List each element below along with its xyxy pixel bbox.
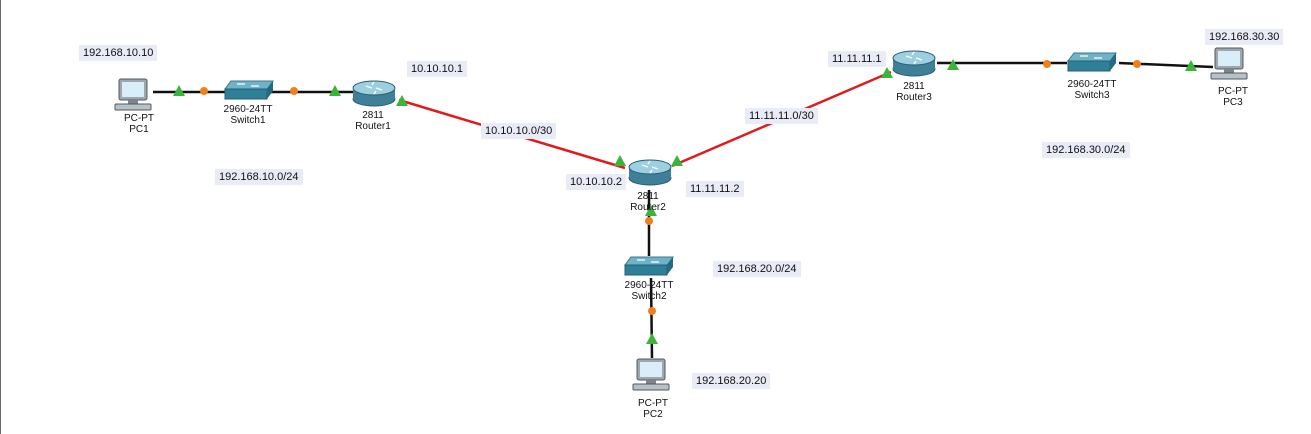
- port-up-indicator: [396, 95, 408, 106]
- port-up-indicator: [947, 59, 959, 70]
- router-icon: [892, 50, 936, 77]
- note-pc1-ip[interactable]: 192.168.10.10: [79, 45, 158, 61]
- pc3-label: PC-PT PC3: [1173, 86, 1293, 108]
- device-model: PC-PT: [124, 113, 154, 124]
- device-model: PC-PT: [1218, 86, 1248, 97]
- port-amber-indicator: [1133, 60, 1141, 68]
- port-up-indicator: [881, 67, 893, 78]
- note-lan3-network[interactable]: 192.168.30.0/24: [1042, 142, 1130, 158]
- switch-icon: [224, 80, 274, 100]
- port-up-indicator: [646, 333, 658, 344]
- pc-icon: [632, 358, 670, 391]
- switch2-label: 2960-24TT Switch2: [589, 280, 709, 302]
- port-up-indicator: [173, 85, 185, 96]
- switch-icon: [1067, 52, 1117, 72]
- device-name: PC2: [643, 409, 663, 420]
- device-name: Router3: [896, 92, 932, 103]
- note-wan2-network[interactable]: 11.11.11.0/30: [745, 108, 818, 124]
- device-name: Switch2: [631, 291, 667, 302]
- device-name: Router1: [355, 121, 391, 132]
- device-name: PC1: [129, 124, 149, 135]
- device-model: 2960-24TT: [624, 280, 674, 291]
- pc-icon: [1210, 47, 1248, 80]
- device-model: 2811: [637, 191, 659, 202]
- note-router2-wan1-ip[interactable]: 10.10.10.2: [566, 174, 626, 190]
- port-amber-indicator: [1043, 60, 1051, 68]
- note-wan1-network[interactable]: 10.10.10.0/30: [481, 123, 557, 139]
- router3-label: 2811 Router3: [854, 81, 974, 103]
- device-model: 2960-24TT: [223, 104, 273, 115]
- link-switch2-pc2[interactable]: [649, 277, 654, 359]
- pc1-label: PC-PT PC1: [79, 113, 199, 135]
- device-name: Switch3: [1074, 90, 1110, 101]
- switch3-label: 2960-24TT Switch3: [1032, 79, 1152, 101]
- note-lan2-network[interactable]: 192.168.20.0/24: [713, 261, 801, 277]
- device-name: PC3: [1223, 97, 1243, 108]
- router-icon: [628, 159, 672, 186]
- port-amber-indicator: [290, 87, 298, 95]
- device-model: 2960-24TT: [1067, 79, 1117, 90]
- router-icon: [352, 80, 396, 107]
- pc1-device[interactable]: [113, 78, 155, 112]
- note-lan1-network[interactable]: 192.168.10.0/24: [215, 169, 303, 185]
- port-up-indicator: [671, 155, 683, 166]
- pc3-device[interactable]: [1209, 47, 1251, 81]
- device-name: Switch1: [230, 115, 266, 126]
- note-router1-ip[interactable]: 10.10.10.1: [407, 61, 467, 77]
- port-up-indicator: [614, 155, 626, 166]
- port-up-indicator: [329, 85, 341, 96]
- device-model: PC-PT: [638, 398, 668, 409]
- note-router2-wan2-ip[interactable]: 11.11.11.2: [686, 181, 744, 197]
- switch1-label: 2960-24TT Switch1: [188, 104, 308, 126]
- router3-device[interactable]: [891, 49, 937, 77]
- port-amber-indicator: [645, 217, 653, 225]
- port-up-indicator: [645, 205, 657, 216]
- note-pc3-ip[interactable]: 192.168.30.30: [1205, 29, 1284, 45]
- note-pc2-ip[interactable]: 192.168.20.20: [692, 373, 771, 389]
- switch2-device[interactable]: [623, 255, 675, 277]
- switch-icon: [624, 256, 674, 276]
- router1-label: 2811 Router1: [313, 110, 433, 132]
- pc-icon: [114, 78, 152, 111]
- device-name: Router2: [630, 202, 666, 213]
- device-model: 2811: [903, 81, 925, 92]
- device-model: 2811: [362, 110, 384, 121]
- port-up-indicator: [1185, 60, 1197, 71]
- port-amber-indicator: [648, 307, 656, 315]
- switch1-device[interactable]: [223, 79, 275, 101]
- router2-label: 2811 Router2: [588, 191, 708, 213]
- port-amber-indicator: [200, 87, 208, 95]
- pc2-device[interactable]: [631, 358, 673, 392]
- switch3-device[interactable]: [1066, 51, 1118, 73]
- note-router3-ip[interactable]: 11.11.11.1: [828, 51, 886, 67]
- pc2-label: PC-PT PC2: [593, 398, 713, 420]
- router2-device[interactable]: [627, 158, 673, 186]
- router1-device[interactable]: [351, 79, 397, 107]
